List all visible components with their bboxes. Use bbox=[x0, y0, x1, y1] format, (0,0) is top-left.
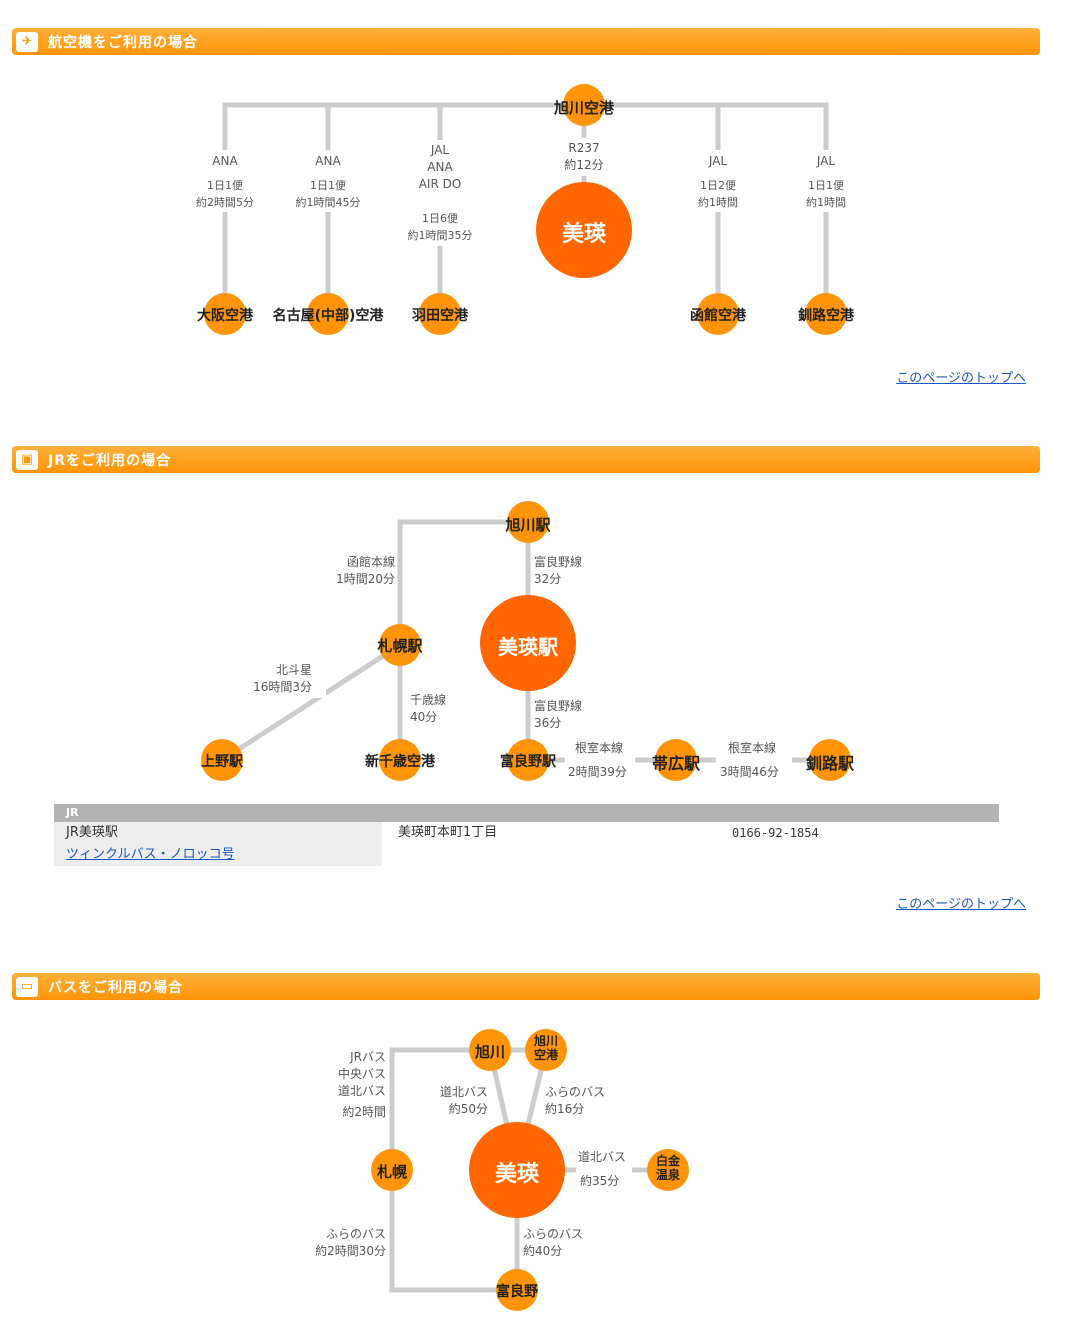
page-top-link[interactable]: このページのトップへ bbox=[896, 897, 1026, 912]
node-label-bus-stop: 旭川 空港 bbox=[533, 1034, 559, 1062]
section-title: 航空機をご利用の場合 bbox=[48, 34, 198, 51]
line-label: 富良野線 36分 bbox=[534, 699, 583, 730]
line-label: 富良野線 32分 bbox=[534, 555, 583, 586]
node-label-asahikawa-airport: 旭川空港 bbox=[553, 99, 615, 117]
node-asahikawa-airport bbox=[563, 84, 605, 126]
table-row: JR美瑛駅 美瑛町本町1丁目 0166-92-1854 bbox=[54, 822, 999, 844]
node-label-station: 札幌駅 bbox=[377, 637, 423, 655]
section-header-jr: ▣ JRをご利用の場合 bbox=[12, 446, 1040, 473]
route-label: ふらのバス 約40分 bbox=[523, 1227, 584, 1258]
node-label-station: 新千歳空港 bbox=[365, 754, 435, 770]
section-title: JRをご利用の場合 bbox=[48, 452, 171, 469]
route-label: ふらのバス 約2時間30分 bbox=[315, 1227, 386, 1258]
node-label-airport: 函館空港 bbox=[690, 308, 746, 324]
page-top-link[interactable]: このページのトップへ bbox=[896, 371, 1026, 386]
route-label: JRバス 中央バス 道北バス bbox=[337, 1050, 386, 1098]
table-row: ツィンクルバス・ノロッコ号 bbox=[54, 844, 999, 866]
line-label: 2時間39分 bbox=[568, 765, 627, 779]
bus-icon: ▭ bbox=[16, 976, 38, 997]
node-label-bus-stop: 白金 温泉 bbox=[655, 1154, 681, 1182]
table-cell-name: JR美瑛駅 bbox=[54, 822, 382, 844]
route-label: 道北バス 約50分 bbox=[439, 1085, 488, 1116]
node-label-airport: 羽田空港 bbox=[412, 308, 468, 324]
line-label: 根室本線 bbox=[575, 741, 624, 755]
airline-label: JAL ANA AIR DO bbox=[418, 143, 462, 191]
route-label: 約35分 bbox=[580, 1174, 620, 1188]
node-label-station: 釧路駅 bbox=[805, 754, 855, 773]
section-header-bus: ▭ バスをご利用の場合 bbox=[12, 973, 1040, 1000]
section-header-air: ✈ 航空機をご利用の場合 bbox=[12, 28, 1040, 55]
airline-label: JAL bbox=[816, 154, 836, 168]
node-biei bbox=[536, 182, 632, 278]
node-label-airport: 釧路空港 bbox=[798, 308, 854, 324]
node-label-biei: 美瑛 bbox=[494, 1162, 540, 1187]
node-label-station: 上野駅 bbox=[201, 754, 243, 770]
table-cell-name: ツィンクルバス・ノロッコ号 bbox=[54, 844, 382, 866]
table-header: JR bbox=[54, 804, 999, 822]
node-label-bus-stop: 札幌 bbox=[376, 1163, 408, 1181]
airplane-icon: ✈ bbox=[16, 31, 38, 52]
node-label-station: 富良野駅 bbox=[500, 754, 556, 770]
route-info: 1日6便 約1時間35分 bbox=[407, 212, 473, 242]
norokko-link[interactable]: ツィンクルバス・ノロッコ号 bbox=[66, 847, 235, 862]
section-title: バスをご利用の場合 bbox=[48, 979, 183, 996]
jr-info-table: JR JR美瑛駅 美瑛町本町1丁目 0166-92-1854 ツィンクルバス・ノ… bbox=[54, 804, 999, 866]
node-label-bus-stop: 旭川 bbox=[474, 1043, 506, 1061]
route-info: 1日1便 約2時間5分 bbox=[196, 179, 254, 209]
node-label-airport: 大阪空港 bbox=[197, 308, 253, 324]
line-label: 千歳線 40分 bbox=[410, 693, 447, 724]
node-label-station: 帯広駅 bbox=[651, 754, 701, 773]
line-label: 3時間46分 bbox=[720, 765, 779, 779]
node-label-station: 旭川駅 bbox=[505, 516, 551, 534]
node-label-bus-stop: 富良野 bbox=[496, 1284, 538, 1300]
table-cell-address: 美瑛町本町1丁目 bbox=[398, 825, 498, 840]
airline-label: ANA bbox=[212, 154, 238, 168]
route-label: R237 約12分 bbox=[564, 141, 604, 172]
table-cell-tel: 0166-92-1854 bbox=[732, 826, 819, 840]
route-info: 1日2便 約1時間 bbox=[698, 179, 738, 209]
line-label: 北斗星 16時間3分 bbox=[253, 663, 312, 694]
route-label: ふらのバス 約16分 bbox=[545, 1085, 606, 1116]
airline-label: JAL bbox=[708, 154, 728, 168]
node-label-biei: 美瑛 bbox=[561, 222, 607, 247]
train-icon: ▣ bbox=[16, 449, 38, 470]
airline-label: ANA bbox=[315, 154, 341, 168]
node-label-biei-station: 美瑛駅 bbox=[498, 635, 558, 659]
line-label: 函館本線 1時間20分 bbox=[336, 555, 395, 586]
route-label: 道北バス bbox=[578, 1150, 627, 1164]
node-label-airport: 名古屋(中部)空港 bbox=[272, 308, 384, 324]
line-label: 根室本線 bbox=[728, 741, 777, 755]
route-label: 約2時間 bbox=[342, 1105, 386, 1119]
route-info: 1日1便 約1時間45分 bbox=[295, 179, 361, 209]
route-info: 1日1便 約1時間 bbox=[806, 179, 846, 209]
